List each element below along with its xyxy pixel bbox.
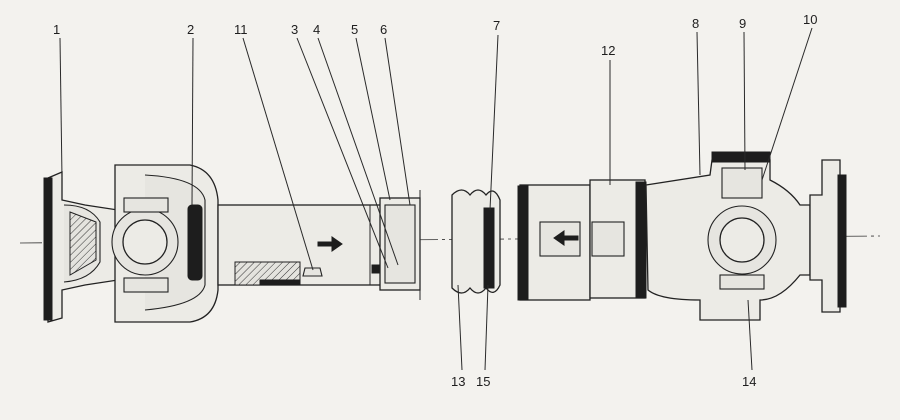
right-universal-joint bbox=[645, 151, 811, 321]
callout-11: 11 bbox=[234, 22, 248, 37]
callout-5: 5 bbox=[351, 22, 358, 37]
callout-3: 3 bbox=[291, 22, 298, 37]
callout-13: 13 bbox=[451, 374, 465, 389]
callout-9: 9 bbox=[739, 16, 746, 31]
bellows-boot bbox=[451, 189, 501, 294]
right-flange bbox=[809, 159, 847, 313]
spline-shaft bbox=[217, 204, 408, 286]
callout-6: 6 bbox=[380, 22, 387, 37]
callout-labels: 1 2 11 3 4 5 6 7 12 8 9 10 13 15 14 bbox=[53, 12, 817, 389]
left-flange-yoke bbox=[43, 171, 119, 323]
callout-10: 10 bbox=[803, 12, 817, 27]
callout-2: 2 bbox=[187, 22, 194, 37]
callout-1: 1 bbox=[53, 22, 60, 37]
callout-7: 7 bbox=[493, 18, 500, 33]
callout-14: 14 bbox=[742, 374, 756, 389]
callout-4: 4 bbox=[313, 22, 320, 37]
callout-12: 12 bbox=[601, 43, 615, 58]
left-universal-joint bbox=[111, 164, 219, 323]
callout-8: 8 bbox=[692, 16, 699, 31]
spline-sleeve bbox=[379, 190, 421, 300]
leader-lines bbox=[59, 27, 813, 371]
center-tube bbox=[517, 179, 647, 301]
callout-15: 15 bbox=[476, 374, 490, 389]
